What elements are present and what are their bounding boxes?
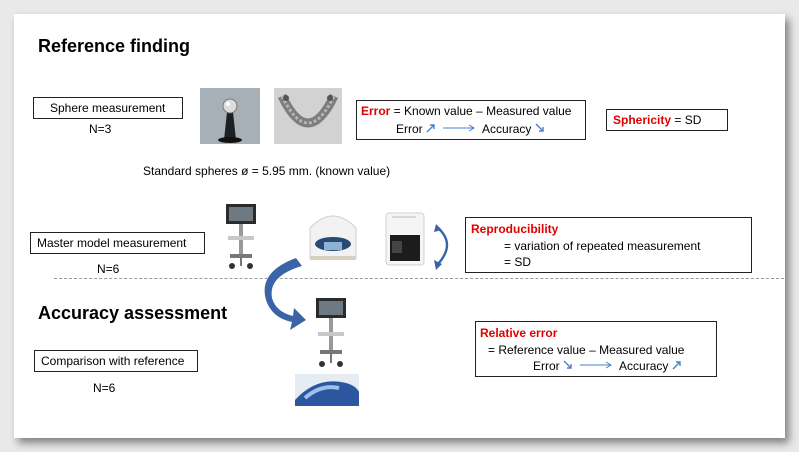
measuring-machine-photo (220, 202, 264, 272)
sphericity-definition: = SD (671, 113, 702, 127)
comparison-with-reference-box: Comparison with reference (34, 350, 198, 372)
sphericity-line: Sphericity = SD (613, 113, 701, 127)
reproducibility-term: Reproducibility (471, 222, 559, 236)
relative-error-term: Relative error (480, 326, 558, 340)
error-term: Error (361, 104, 391, 118)
dental-scanner-photo (304, 208, 362, 264)
arrow-up-right-icon (672, 361, 681, 370)
master-n-count: N=6 (97, 262, 120, 276)
reproducibility-line1: = variation of repeated measurement (504, 239, 701, 253)
sphere-stand-photo (200, 88, 260, 144)
relative-error-line1: = Reference value – Measured value (488, 343, 685, 357)
error-word: Error (396, 122, 423, 136)
sphere-measurement-label: Sphere measurement (50, 101, 166, 115)
relative-error-word: Error (533, 359, 560, 373)
long-arrow-right-icon (580, 361, 613, 369)
reference-finding-title: Reference finding (38, 36, 191, 56)
section-divider (54, 278, 784, 279)
standard-spheres-note: Standard spheres ø = 5.95 mm. (known val… (143, 164, 391, 178)
scan-result-photo (295, 374, 359, 406)
sphericity-term: Sphericity (613, 113, 672, 127)
reproducibility-box: Reproducibility = variation of repeated … (465, 217, 752, 273)
accuracy-word: Accuracy (482, 122, 532, 136)
comparison-label: Comparison with reference (41, 354, 185, 368)
slide: Reference finding Sphere measurement N=3 (14, 14, 785, 438)
arrow-down-right-icon (563, 360, 572, 369)
sphere-measurement-box: Sphere measurement (33, 97, 183, 119)
master-model-label: Master model measurement (37, 236, 187, 250)
arrow-down-right-icon (535, 123, 544, 132)
relative-accuracy-word: Accuracy (619, 359, 669, 373)
flow-arrow-icon (264, 258, 306, 330)
arrow-up-right-icon (426, 124, 435, 133)
relative-error-box: Relative error = Reference value – Measu… (475, 321, 717, 377)
error-accuracy-relation: Error Accuracy (396, 122, 545, 136)
sphere-n-count: N=3 (89, 122, 112, 136)
error-definition-box: Error = Known value – Measured value Err… (356, 100, 586, 140)
reproducibility-line2: = SD (504, 255, 532, 269)
desktop-scanner-photo (382, 211, 428, 267)
repeat-arrow-icon (434, 224, 449, 270)
accuracy-assessment-title: Accuracy assessment (38, 303, 228, 323)
measuring-machine-photo-2 (310, 296, 354, 370)
comparison-n-count: N=6 (93, 381, 116, 395)
dental-arch-photo (274, 88, 342, 144)
long-arrow-right-icon (443, 124, 476, 132)
error-definition-line: Error = Known value – Measured value (361, 104, 571, 118)
sphericity-box: Sphericity = SD (606, 109, 728, 131)
error-definition: = Known value – Measured value (390, 104, 572, 118)
relative-error-relation: Error Accuracy (533, 359, 682, 373)
master-model-measurement-box: Master model measurement (30, 232, 205, 254)
